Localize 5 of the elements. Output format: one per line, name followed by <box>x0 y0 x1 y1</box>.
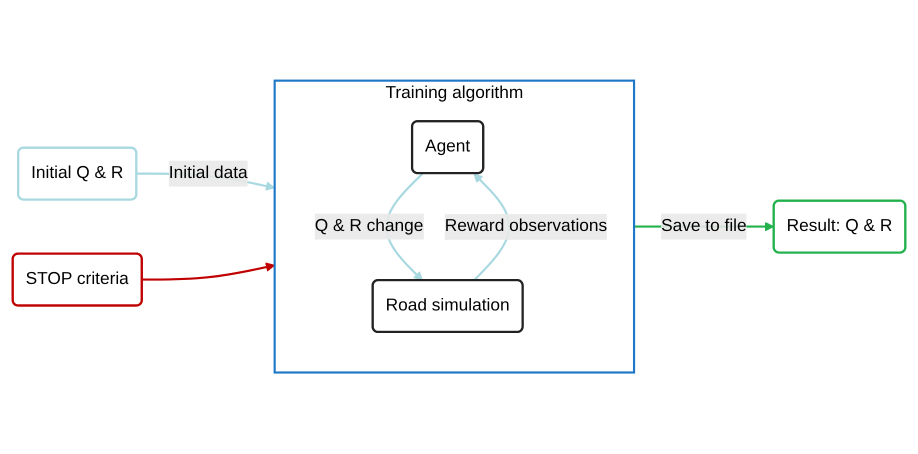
edge-label: Initial data <box>168 164 248 183</box>
arrow <box>142 262 276 282</box>
edge-label: Reward observations <box>444 218 608 236</box>
edge-label: Save to file <box>661 217 747 236</box>
edge-label: Q & R change <box>314 217 424 236</box>
